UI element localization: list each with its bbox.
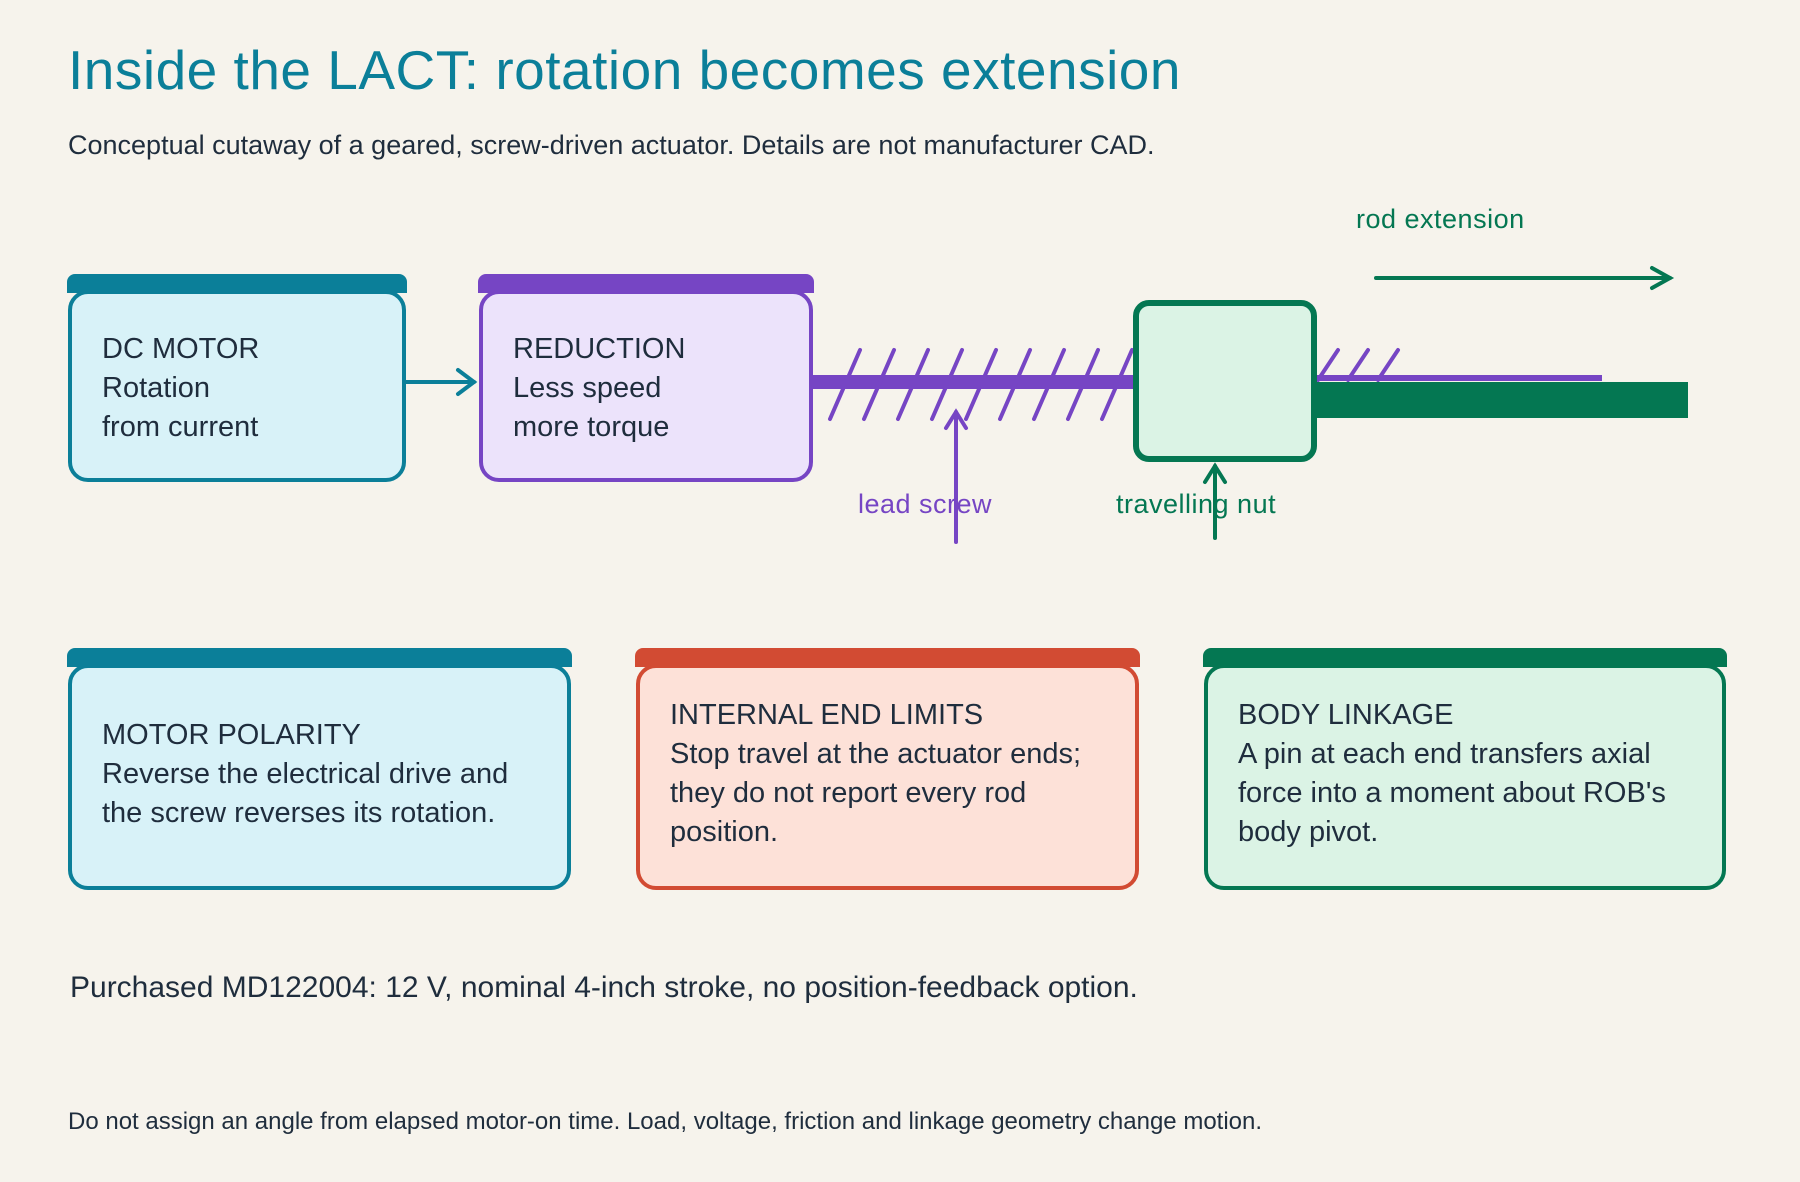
motor-polarity-header-bar: [67, 648, 572, 667]
body-linkage-heading: BODY LINKAGE: [1238, 699, 1454, 731]
purchase-note: Purchased MD122004: 12 V, nominal 4-inch…: [70, 971, 1138, 1004]
motor-polarity-line: Reverse the electrical drive and: [102, 758, 509, 790]
rod-extension-arrow: [1374, 266, 1675, 290]
dc-motor-line: from current: [102, 411, 259, 443]
body-linkage-line: force into a moment about ROB's: [1238, 777, 1666, 809]
motor-polarity-box: MOTOR POLARITY Reverse the electrical dr…: [67, 648, 572, 890]
dc-motor-heading: DC MOTOR: [102, 333, 260, 365]
diagram-subtitle: Conceptual cutaway of a geared, screw-dr…: [68, 130, 1155, 160]
body-linkage-header-bar: [1203, 648, 1727, 667]
motor-polarity-heading: MOTOR POLARITY: [102, 719, 361, 751]
travelling-nut: [1133, 300, 1317, 462]
dc-motor-box: DC MOTOR Rotation from current: [67, 274, 407, 482]
lead-screw-threads: [828, 348, 1400, 421]
actuator-rod: [1316, 382, 1688, 418]
internal-end-limits-heading: INTERNAL END LIMITS: [670, 699, 984, 731]
rod-extension-label: rod extension: [1356, 204, 1525, 234]
dc-motor-line: Rotation: [102, 372, 211, 404]
body-linkage-line: A pin at each end transfers axial: [1238, 738, 1651, 770]
travelling-nut-pointer: [1203, 462, 1227, 540]
diagram-title: Inside the LACT: rotation becomes extens…: [68, 39, 1181, 101]
travelling-nut-label: travelling nut: [1116, 489, 1277, 519]
motor-polarity-line: the screw reverses its rotation.: [102, 797, 496, 829]
reduction-heading: REDUCTION: [513, 333, 686, 365]
internal-end-limits-line: they do not report every rod: [670, 777, 1027, 809]
lead-screw-pointer: [944, 408, 968, 544]
reduction-box: REDUCTION Less speed more torque: [478, 274, 814, 482]
dc-motor-header-bar: [67, 274, 407, 293]
internal-end-limits-line: position.: [670, 816, 779, 848]
body-linkage-line: body pivot.: [1238, 816, 1379, 848]
internal-end-limits-box: INTERNAL END LIMITS Stop travel at the a…: [635, 648, 1140, 890]
internal-end-limits-line: Stop travel at the actuator ends;: [670, 738, 1082, 770]
reduction-line: Less speed: [513, 372, 662, 404]
body-linkage-box: BODY LINKAGE A pin at each end transfers…: [1203, 648, 1727, 890]
footer-caution: Do not assign an angle from elapsed moto…: [68, 1108, 1263, 1135]
internal-end-limits-header-bar: [635, 648, 1140, 667]
motor-to-reduction-arrow: [404, 368, 478, 396]
reduction-header-bar: [478, 274, 814, 293]
reduction-line: more torque: [513, 411, 670, 443]
lead-screw-label: lead screw: [858, 489, 993, 519]
